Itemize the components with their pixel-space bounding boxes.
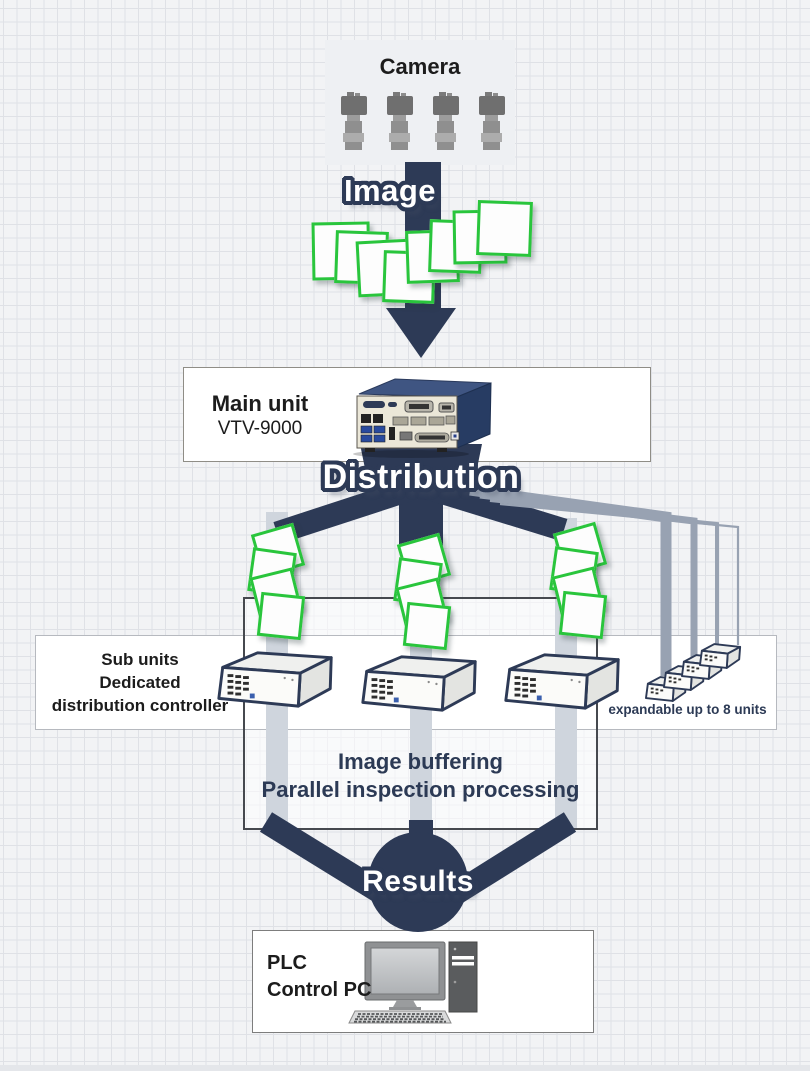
image-stage-label: Image: [343, 173, 437, 208]
results-stage-label: Results: [362, 865, 474, 898]
down-arrow-head-icon: [386, 308, 456, 358]
main-unit-title: Main unit: [211, 391, 309, 416]
image-frame: [558, 590, 608, 640]
sub-units-label-line1: Sub units: [101, 650, 179, 669]
distribution-branch-left: [273, 475, 425, 544]
sub-units-label-line2: Dedicated: [99, 673, 181, 692]
camera-icon: [341, 92, 367, 150]
main-unit-device-icon: [353, 378, 492, 458]
processing-label-line1: Image buffering: [337, 749, 503, 774]
results-merge-left: [259, 812, 393, 906]
sub-unit-device-icon: [217, 651, 333, 708]
sub-unit-device-icon: [361, 655, 477, 712]
camera-icon: [387, 92, 413, 150]
main-unit-model: VTV-9000: [217, 418, 303, 439]
image-frame: [402, 601, 452, 651]
results-circle: [368, 832, 468, 932]
camera-icon: [433, 92, 459, 150]
computer-icon: [348, 941, 478, 1024]
image-frame: [256, 591, 306, 641]
camera-label: Camera: [379, 54, 461, 79]
results-merge-right: [445, 812, 577, 906]
sub-units-label-line3: distribution controller: [51, 696, 229, 715]
plc-label: PLC: [267, 952, 307, 974]
control-pc-label: Control PC: [267, 979, 372, 1001]
expansion-unit-icon: [699, 643, 742, 669]
distribution-stage-label: Distribution: [322, 458, 520, 496]
sub-unit-device-icon: [504, 653, 620, 710]
expansion-line-4: [499, 502, 740, 645]
camera-icon: [479, 92, 505, 150]
bottom-edge-strip: [0, 1065, 810, 1071]
processing-label-line2: Parallel inspection processing: [261, 777, 580, 802]
distribution-branch-right: [417, 475, 568, 541]
expandable-note: expandable up to 8 units: [608, 702, 767, 717]
